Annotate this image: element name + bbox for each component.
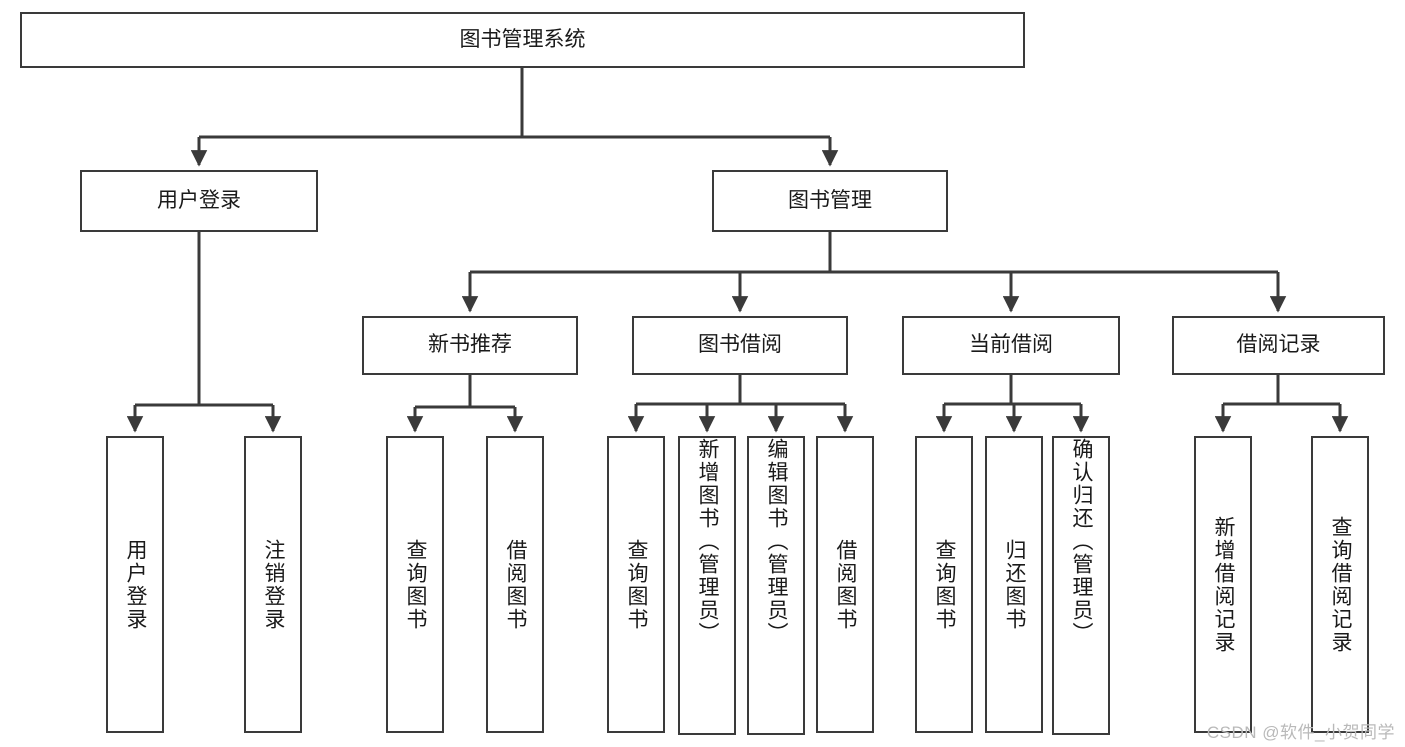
node-leaf-return-book-label: 归还图书 <box>1003 538 1027 631</box>
node-leaf-query-book-rec[interactable]: 查询图书 <box>386 436 444 733</box>
node-user-login-label: 用户登录 <box>157 188 241 212</box>
node-leaf-query-book-borrow-label: 查询图书 <box>625 538 649 631</box>
node-leaf-confirm-return[interactable]: 确认归还（管理员） <box>1052 436 1110 735</box>
node-user-login[interactable]: 用户登录 <box>80 170 318 232</box>
node-book-borrow[interactable]: 图书借阅 <box>632 316 848 375</box>
node-new-book-rec[interactable]: 新书推荐 <box>362 316 578 375</box>
node-leaf-confirm-return-label: 确认归还（管理员） <box>1070 438 1094 645</box>
node-leaf-add-record-label: 新增借阅记录 <box>1212 515 1236 654</box>
node-leaf-query-book-cur[interactable]: 查询图书 <box>915 436 973 733</box>
node-leaf-borrow-book-rec-label: 借阅图书 <box>504 538 528 631</box>
node-leaf-query-book-borrow[interactable]: 查询图书 <box>607 436 665 733</box>
node-book-manage-label: 图书管理 <box>788 188 872 212</box>
node-leaf-add-book-label: 新增图书（管理员） <box>696 438 720 645</box>
node-book-manage[interactable]: 图书管理 <box>712 170 948 232</box>
node-book-borrow-label: 图书借阅 <box>698 333 782 357</box>
node-leaf-user-login-label: 用户登录 <box>124 538 148 631</box>
node-leaf-add-record[interactable]: 新增借阅记录 <box>1194 436 1252 733</box>
node-leaf-borrow-book[interactable]: 借阅图书 <box>816 436 874 733</box>
node-leaf-edit-book-label: 编辑图书（管理员） <box>765 438 789 645</box>
node-root[interactable]: 图书管理系统 <box>20 12 1025 68</box>
watermark-text: CSDN @软件_小贺同学 <box>1206 723 1395 742</box>
node-leaf-query-record-label: 查询借阅记录 <box>1329 515 1353 654</box>
node-leaf-query-record[interactable]: 查询借阅记录 <box>1311 436 1369 733</box>
node-current-borrow[interactable]: 当前借阅 <box>902 316 1120 375</box>
node-leaf-user-login[interactable]: 用户登录 <box>106 436 164 733</box>
node-new-book-rec-label: 新书推荐 <box>428 333 512 357</box>
node-leaf-user-logout[interactable]: 注销登录 <box>244 436 302 733</box>
node-borrow-record[interactable]: 借阅记录 <box>1172 316 1385 375</box>
node-leaf-borrow-book-label: 借阅图书 <box>834 538 858 631</box>
node-root-label: 图书管理系统 <box>459 27 586 51</box>
node-leaf-user-logout-label: 注销登录 <box>262 538 286 631</box>
node-current-borrow-label: 当前借阅 <box>969 333 1053 357</box>
node-leaf-query-book-rec-label: 查询图书 <box>404 538 428 631</box>
node-borrow-record-label: 借阅记录 <box>1236 333 1321 357</box>
node-leaf-add-book[interactable]: 新增图书（管理员） <box>678 436 736 735</box>
node-leaf-edit-book[interactable]: 编辑图书（管理员） <box>747 436 805 735</box>
node-leaf-return-book[interactable]: 归还图书 <box>985 436 1043 733</box>
node-leaf-query-book-cur-label: 查询图书 <box>933 538 957 631</box>
node-leaf-borrow-book-rec[interactable]: 借阅图书 <box>486 436 544 733</box>
